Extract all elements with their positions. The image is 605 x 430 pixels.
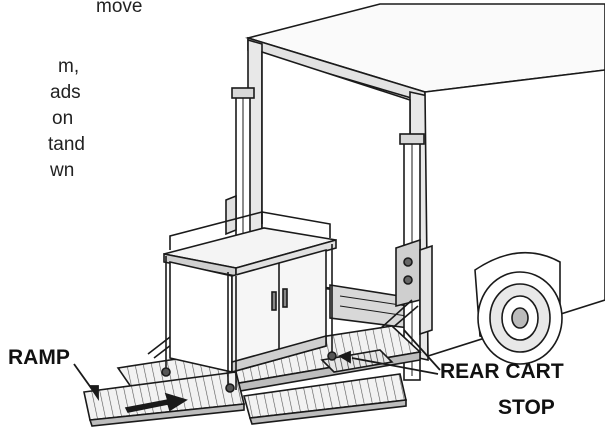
text-line: wn [50,160,75,181]
ramp-label: RAMP [8,346,70,369]
ramp [83,371,407,427]
callout-leaders [73,329,441,401]
truck-wheel [474,251,563,365]
text-line: ads [50,82,81,103]
text-line: m, [58,56,80,77]
text-line: move [96,0,143,17]
text-line: on [52,108,74,129]
right-lift-column [395,133,433,381]
cart [161,210,337,393]
rear-cart-stop-label-line1: REAR CART [440,360,564,383]
rear-cart-stop-label-line2: STOP [498,396,555,419]
text-line: tand [48,134,85,155]
